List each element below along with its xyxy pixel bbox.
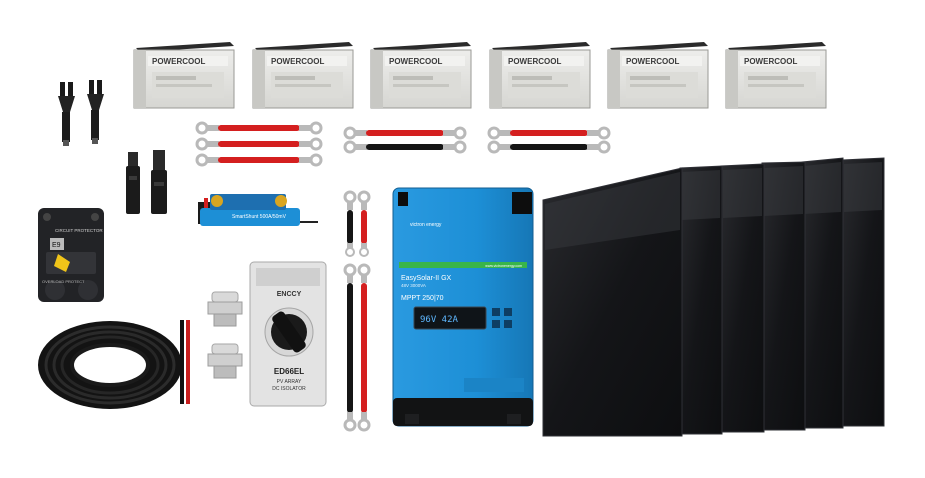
cable-coil	[38, 320, 190, 409]
battery: POWERCOOL	[252, 42, 354, 109]
red-link-cable	[195, 121, 323, 135]
breaker-code: E9	[52, 242, 61, 249]
red-link-cable	[487, 126, 611, 140]
solar-panel	[801, 157, 844, 429]
solar-panel-array	[542, 157, 885, 437]
dc-isolator: ENCCY ED66EL PV ARRAY DC ISOLATOR	[249, 261, 327, 407]
battery-brand: POWERCOOL	[152, 57, 205, 66]
solar-panel	[542, 167, 683, 437]
inverter-brand: victron energy	[410, 222, 442, 228]
isolator-line1: PV ARRAY	[277, 379, 302, 385]
black-battery-cable	[343, 263, 357, 432]
red-link-cable	[195, 137, 323, 151]
battery-brand: POWERCOOL	[271, 57, 324, 66]
battery-link-cables	[195, 121, 611, 167]
inverter-model: EasySolar-II GX	[401, 275, 452, 282]
inverter-button-icon[interactable]	[504, 308, 512, 316]
breaker-top-label: CIRCUIT PROTECTOR	[55, 228, 103, 233]
cable-gland	[207, 343, 243, 379]
breaker-bottom-label: OVERLOAD PROTECT	[42, 279, 85, 284]
solar-panel	[841, 157, 885, 427]
cable-glands	[207, 291, 243, 379]
shunt-label: SmartShunt 500A/50mV	[232, 214, 287, 220]
inverter-stripe	[399, 262, 527, 268]
battery: POWERCOOL	[607, 42, 709, 109]
black-battery-cable	[343, 190, 357, 257]
solar-panel	[679, 165, 723, 435]
smart-shunt: SmartShunt 500A/50mV	[198, 194, 318, 226]
easysolar-inverter: victron energy www.victronenergy.com Eas…	[392, 187, 534, 427]
isolator-brand: ENCCY	[277, 291, 302, 298]
battery-brand: POWERCOOL	[389, 57, 442, 66]
solar-panel	[761, 161, 806, 431]
circuit-breaker: CIRCUIT PROTECTOR E9 OVERLOAD PROTECT	[38, 208, 104, 302]
isolator-model: ED66EL	[274, 367, 304, 376]
red-battery-cable	[357, 263, 371, 432]
isolator-switch-knob[interactable]	[271, 310, 308, 354]
mc4-y-connector	[58, 82, 75, 146]
battery-brand: POWERCOOL	[508, 57, 561, 66]
black-link-cable	[487, 140, 611, 154]
battery: POWERCOOL	[489, 42, 591, 109]
battery: POWERCOOL	[133, 42, 235, 109]
cable-gland	[207, 291, 243, 327]
inverter-button-icon[interactable]	[492, 320, 500, 328]
red-link-cable	[195, 153, 323, 167]
mc4-y-connector	[87, 80, 104, 144]
battery-brand: POWERCOOL	[744, 57, 797, 66]
battery: POWERCOOL	[725, 42, 827, 109]
inverter-stripe-text: www.victronenergy.com	[485, 264, 522, 268]
inverter-subtitle: 48V 3000VA	[401, 283, 426, 288]
inverter-button-icon[interactable]	[504, 320, 512, 328]
battery-brand: POWERCOOL	[626, 57, 679, 66]
breaker-lever-icon	[54, 254, 70, 272]
battery-bank: POWERCOOL POWERCOOL POWERCOOL	[133, 42, 827, 109]
red-link-cable	[343, 126, 467, 140]
battery: POWERCOOL	[370, 42, 472, 109]
inverter-display: 96V 42A	[420, 315, 459, 325]
inverter-battery-cables	[343, 190, 371, 432]
isolator-line2: DC ISOLATOR	[272, 386, 306, 392]
red-battery-cable	[357, 190, 371, 257]
mc4-branch-connectors	[58, 80, 104, 146]
solar-panel	[720, 163, 765, 433]
inverter-mppt: MPPT 250|70	[401, 295, 444, 302]
black-link-cable	[343, 140, 467, 154]
mc4-connector-pair	[126, 150, 167, 214]
inverter-button-icon[interactable]	[492, 308, 500, 316]
